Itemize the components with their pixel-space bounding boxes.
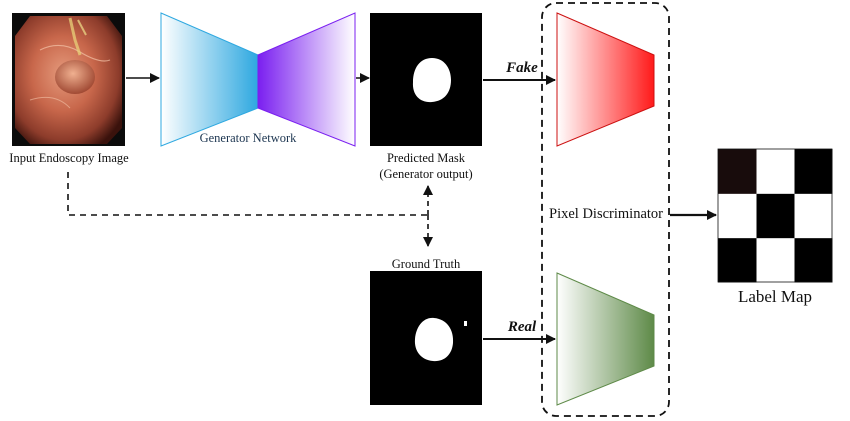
label-map-cell — [718, 237, 757, 283]
dashed-connector-input — [67, 172, 428, 216]
label-map-grid — [717, 148, 833, 283]
predicted-mask-label: Predicted Mask (Generator output) — [360, 150, 492, 182]
label-map-cell — [794, 193, 833, 239]
predicted-mask-label-line2: (Generator output) — [379, 167, 473, 181]
label-map-cell — [794, 149, 833, 194]
label-map-cell — [756, 237, 795, 283]
discriminator-real-branch — [556, 272, 655, 406]
input-image-label: Input Endoscopy Image — [9, 151, 129, 165]
generator-network — [160, 12, 356, 147]
predicted-mask-image — [370, 13, 482, 146]
input-endoscopy-image — [12, 13, 125, 146]
ground-truth-image — [370, 271, 482, 405]
ground-truth-label: Ground Truth — [391, 257, 461, 271]
discriminator-fake-branch — [556, 12, 655, 147]
label-map-cell — [794, 237, 833, 283]
generator-encoder — [160, 12, 259, 147]
label-map-label: Label Map — [737, 287, 813, 306]
predicted-mask-label-line1: Predicted Mask — [386, 151, 466, 165]
real-edge-label: Real — [507, 319, 537, 335]
label-map-cell — [756, 149, 795, 194]
pixel-discriminator-label: Pixel Discriminator — [545, 206, 667, 223]
label-map-cell — [718, 149, 757, 194]
generator-decoder — [257, 12, 356, 147]
generator-label: Generator Network — [199, 131, 297, 145]
label-map-cell — [718, 193, 757, 239]
fake-edge-label: Fake — [506, 60, 538, 76]
label-map-cell — [756, 193, 795, 239]
discriminator-container — [541, 2, 670, 417]
